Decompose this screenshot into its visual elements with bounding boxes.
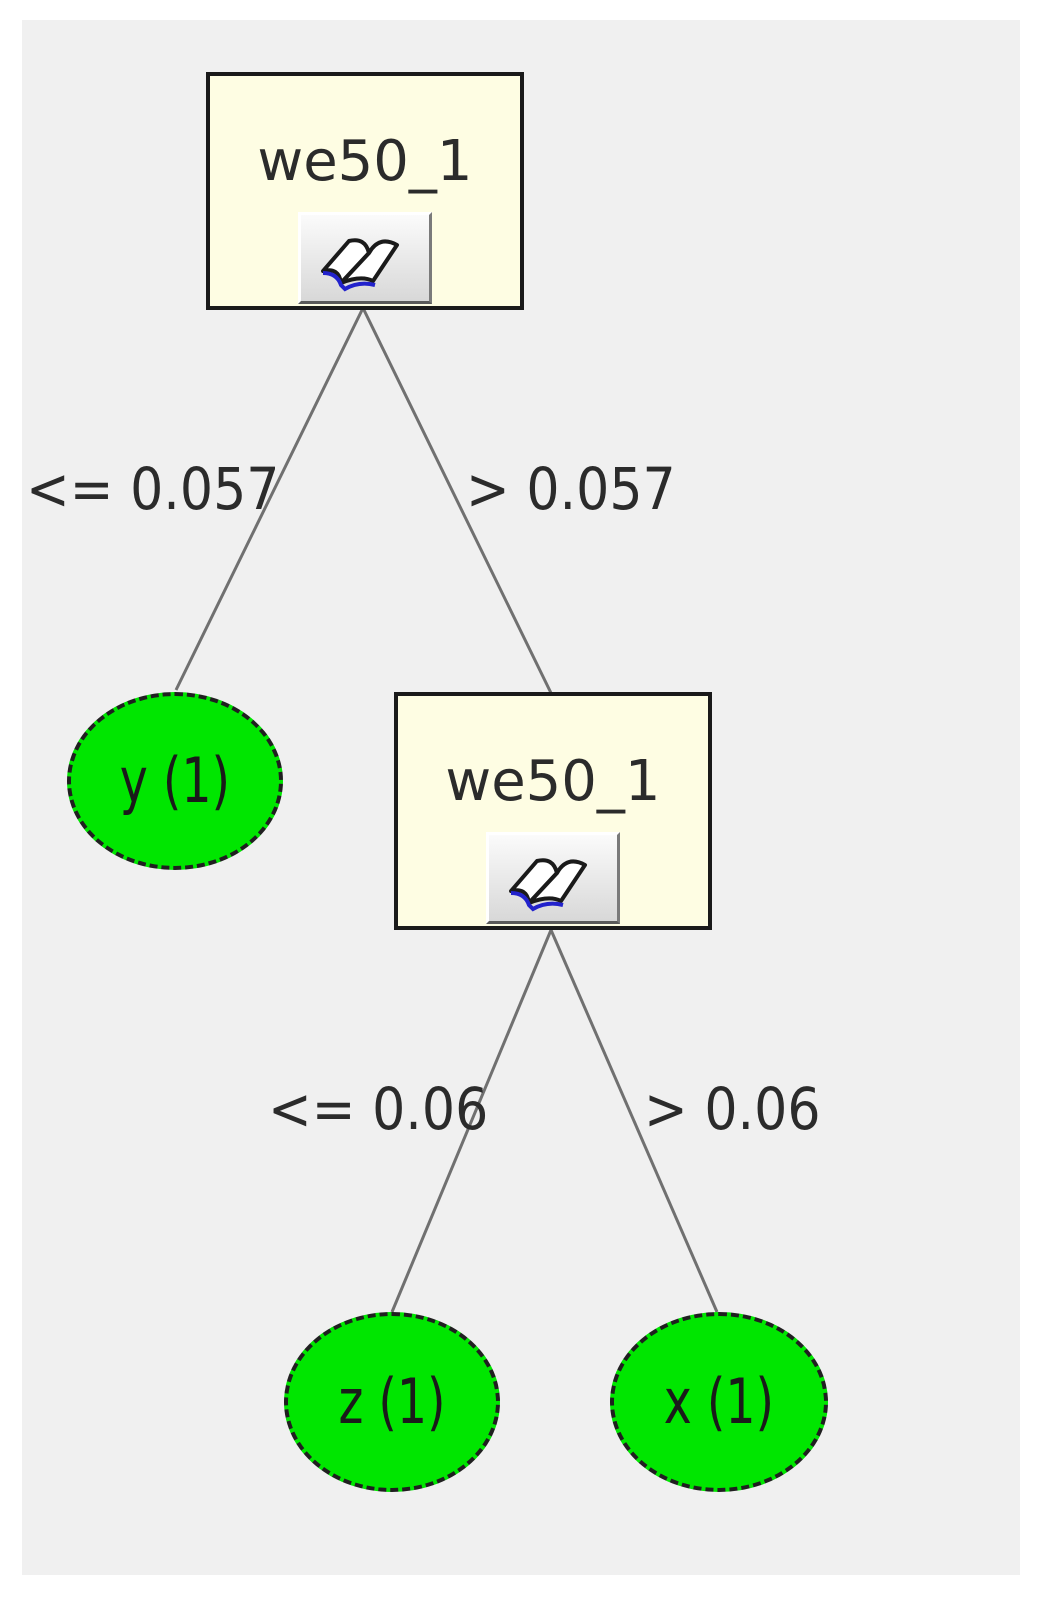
node-details-button[interactable] [298, 212, 432, 304]
leaf-node-z[interactable]: z (1) [284, 1312, 500, 1492]
leaf-node-label: y (1) [119, 744, 231, 817]
leaf-node-label: x (1) [663, 1365, 775, 1438]
node-details-button[interactable] [486, 832, 620, 924]
leaf-node-label: z (1) [338, 1365, 446, 1438]
edge-label-root-left: <= 0.057 [26, 455, 280, 523]
edge-label-root-right: > 0.057 [466, 455, 676, 523]
open-book-icon [321, 238, 399, 292]
leaf-node-y[interactable]: y (1) [67, 692, 283, 870]
decision-node-label: we50_1 [445, 749, 661, 814]
edge-label-inner-left: <= 0.06 [268, 1075, 489, 1143]
decision-node-root[interactable]: we50_1 [206, 72, 524, 310]
edge-label-inner-right: > 0.06 [644, 1075, 821, 1143]
open-book-icon [509, 858, 587, 912]
decision-node-inner[interactable]: we50_1 [394, 692, 712, 930]
leaf-node-x[interactable]: x (1) [610, 1312, 828, 1492]
decision-node-label: we50_1 [257, 129, 473, 194]
